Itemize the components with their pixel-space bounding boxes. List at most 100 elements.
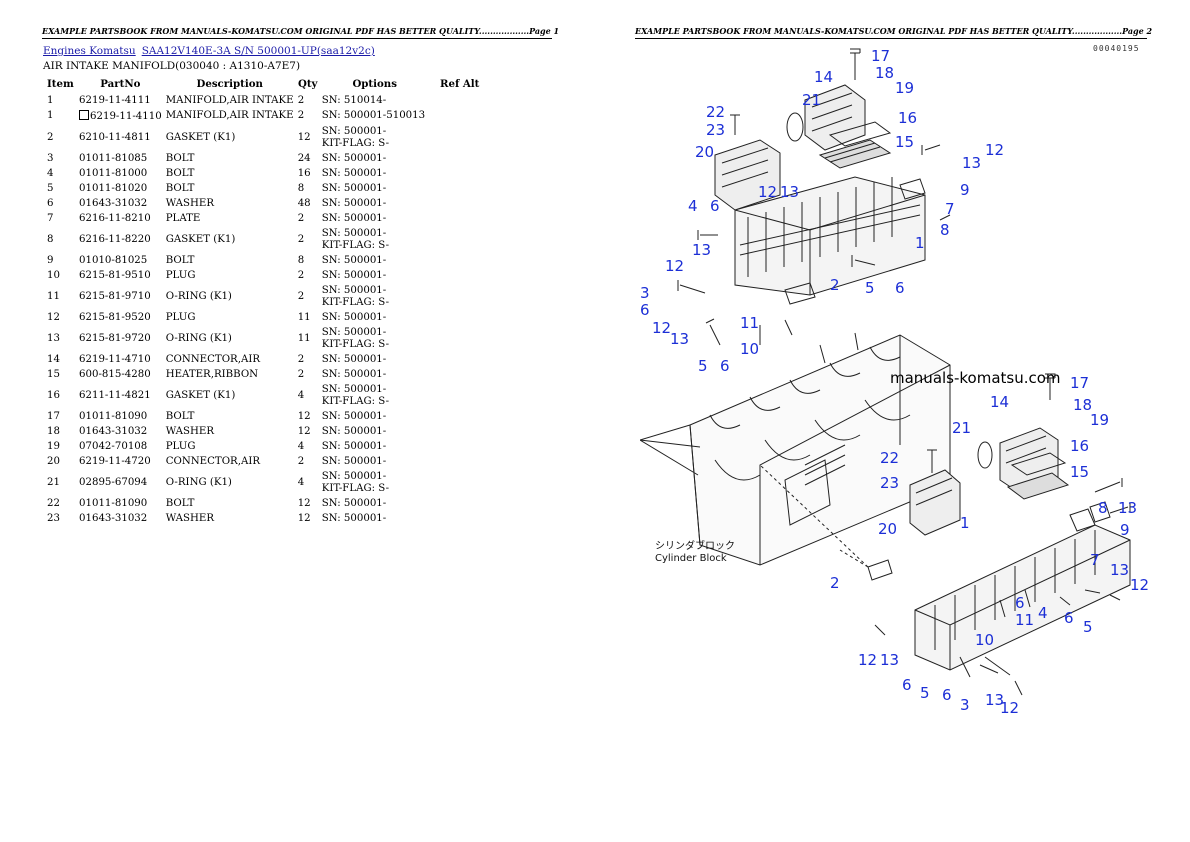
cell-partno: 01011-81000 [79,167,148,179]
cell-qty: 11 [297,332,311,344]
cell-options: SN: 500001- [320,196,430,211]
cell-partno: 01011-81020 [79,182,148,194]
callout-number: 2 [830,574,840,592]
cell-description: WASHER [165,512,214,524]
callout-number: 15 [1070,463,1089,481]
cell-options: SN: 500001-KIT-FLAG: S- [320,226,430,253]
callout-number: 7 [1090,551,1100,569]
cell-description: GASKET (K1) [165,389,236,401]
cell-item: 2 [47,131,54,143]
callout-number: 22 [706,103,725,121]
cell-item: 14 [47,353,60,365]
callout-number: 19 [895,79,914,97]
col-qty: Qty [297,78,318,90]
option-line: SN: 500001- [321,383,387,395]
checkbox-icon [79,109,89,120]
cell-ref-alt [430,454,490,469]
callout-number: 1 [915,234,925,252]
callout-number: 13 [692,241,711,259]
cell-description: BOLT [165,182,195,194]
cell-ref-alt [430,253,490,268]
cell-ref-alt [430,409,490,424]
cell-partno: 6211-11-4821 [79,389,151,401]
drawing-code: 00040195 [1093,44,1140,53]
cell-qty: 16 [297,167,311,179]
cell-qty: 12 [297,410,311,422]
breadcrumb-link-engines[interactable]: Engines Komatsu [43,45,136,57]
cell-qty: 8 [297,182,305,194]
callout-number: 12 [985,141,1004,159]
cell-options: SN: 500001- [320,424,430,439]
option-line: SN: 500001- [321,440,387,452]
callout-number: 3 [960,696,970,714]
option-line: SN: 500001- [321,311,387,323]
cylinder-block-label-en: Cylinder Block [655,553,727,564]
callout-number: 4 [688,197,698,215]
cell-ref-alt [430,382,490,409]
callout-number: 23 [706,121,725,139]
cell-qty: 2 [297,233,305,245]
callout-number: 18 [1073,396,1092,414]
callout-number: 9 [960,181,970,199]
cell-item: 12 [47,311,60,323]
cell-partno: 01643-31032 [79,512,148,524]
cell-ref-alt [430,352,490,367]
callout-number: 12 [858,651,877,669]
callout-number: 6 [942,686,952,704]
callout-number: 20 [878,520,897,538]
cell-partno: 600-815-4280 [79,368,151,380]
cell-description: BOLT [165,254,195,266]
option-line: SN: 500001- [321,455,387,467]
option-line: SN: 500001- [321,470,387,482]
callout-number: 4 [1038,604,1048,622]
cell-ref-alt [430,93,490,108]
callout-number: 23 [880,474,899,492]
cell-description: BOLT [165,497,195,509]
callout-number: 5 [698,357,708,375]
cell-partno: 01643-31032 [79,425,148,437]
cell-options: SN: 500001- [320,409,430,424]
cell-partno: 01643-31032 [79,197,148,209]
callout-number: 6 [720,357,730,375]
cell-qty: 48 [297,197,311,209]
cell-item: 4 [47,167,54,179]
callout-number: 18 [875,64,894,82]
option-line: SN: 500001- [321,497,387,509]
cell-qty: 12 [297,131,311,143]
upper-manifold-drawing [677,48,951,346]
callout-number: 6 [895,279,905,297]
cell-description: CONNECTOR,AIR [165,353,261,365]
cell-ref-alt [430,325,490,352]
callout-number: 6 [902,676,912,694]
cell-partno: 01011-81090 [79,497,148,509]
callout-number: 10 [975,631,994,649]
option-line: SN: 500001-510013 [321,110,426,121]
option-line: SN: 500001- [321,197,387,209]
option-line: SN: 500001- [321,269,387,281]
cell-description: MANIFOLD,AIR INTAKE [165,94,294,106]
cell-qty: 2 [297,212,305,224]
cell-options: SN: 500001- [320,253,430,268]
callout-number: 21 [802,91,821,109]
option-line: SN: 500001- [321,410,387,422]
callout-number: 3 [640,284,650,302]
cell-options: SN: 500001- [320,511,430,526]
watermark-text: manuals-komatsu.com [890,369,1061,387]
cell-description: HEATER,RIBBON [165,368,259,380]
callout-number: 22 [880,449,899,467]
option-line: SN: 500001- [321,284,387,296]
breadcrumb-link-model[interactable]: SAA12V140E-3A S/N 500001-UP(saa12v2c) [141,45,375,57]
cell-ref-alt [430,283,490,310]
cylinder-block-label: シリンダブロック Cylinder Block [655,541,735,565]
callout-number: 12 [758,183,777,201]
cell-item: 6 [47,197,54,209]
cell-item: 5 [47,182,54,194]
